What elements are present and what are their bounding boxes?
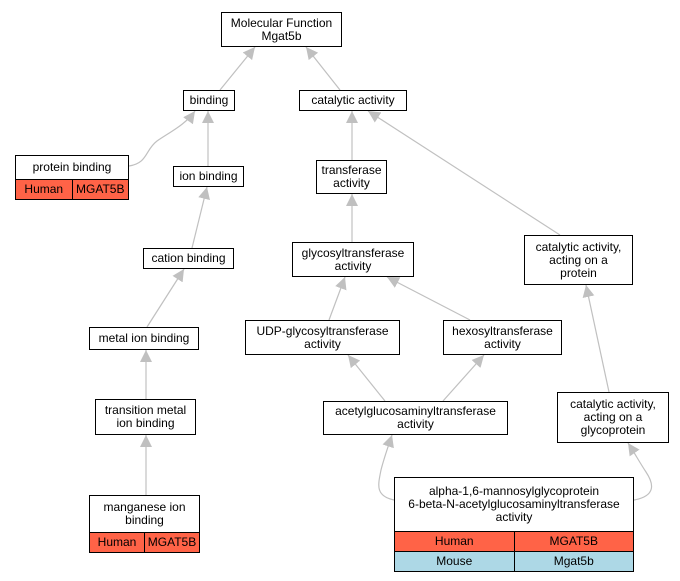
edge-udp-glycosyltransferase-to-glycosyltransferase-activity [328, 276, 347, 321]
node-label-line: glycosyltransferase [301, 245, 405, 260]
node-label-line: catalytic activity, [570, 397, 656, 411]
node-label-line: activity [397, 417, 434, 431]
gene-symbol[interactable]: Mgat5b [513, 552, 634, 571]
edge-binding-to-molecular-function [219, 46, 256, 91]
edge-protein-binding-to-binding [128, 110, 196, 167]
node-label: metal ion binding [90, 328, 198, 349]
edge-alpha-mannosylglycoprotein-to-catalytic-activity-glycoprotein [627, 442, 653, 501]
species-name: Human [97, 535, 137, 549]
edge-cation-binding-to-ion-binding [191, 186, 210, 249]
node-label-line: ion binding [179, 169, 238, 183]
node-label-line: metal ion binding [98, 331, 190, 345]
species-name: Human [434, 534, 474, 548]
node-label-line: ion binding [116, 416, 175, 430]
edge-acetylglucosaminyltransferase-to-hexosyltransferase [442, 354, 485, 402]
node-catalytic-activity[interactable]: catalytic activity [299, 90, 407, 111]
node-label: protein binding [16, 156, 128, 179]
species-name: Mouse [436, 554, 473, 568]
node-label-line: manganese ion [103, 500, 186, 514]
gene-symbol[interactable]: MGAT5B [71, 180, 129, 199]
species-row: Human MGAT5B [90, 532, 199, 552]
node-label-line: alpha-1,6-mannosylglycoprotein [428, 484, 600, 498]
node-label-line: activity [304, 336, 341, 351]
node-label-line: 6-beta-N-acetylglucosaminyltransferase [408, 497, 620, 511]
species-row: Mouse Mgat5b [395, 551, 633, 571]
node-binding[interactable]: binding [183, 90, 235, 111]
node-label-line: transferase [321, 163, 382, 177]
node-label-line: activity [495, 510, 533, 524]
species-row: Human MGAT5B [395, 531, 633, 551]
node-label-line: Molecular Function [230, 15, 333, 30]
gene-symbol[interactable]: MGAT5B [513, 532, 634, 551]
edge-metal-ion-binding-to-cation-binding [146, 268, 185, 328]
node-label-line: hexosyltransferase [452, 323, 553, 338]
edge-catalytic-activity-to-molecular-function [305, 46, 341, 91]
edge-alpha-mannosylglycoprotein-to-acetylglucosaminyltransferase [378, 434, 395, 501]
gene-symbol[interactable]: MGAT5B [144, 533, 199, 552]
node-label: binding [184, 91, 234, 110]
node-label-line: acetylglucosaminyltransferase [335, 404, 496, 418]
node-label-line: acting on a [583, 410, 643, 424]
edge-acetylglucosaminyltransferase-to-udp-glycosyltransferase [347, 354, 386, 402]
node-label-line: catalytic activity [311, 93, 395, 107]
node-label-line: binding [189, 93, 229, 107]
node-label-line: protein binding [32, 160, 112, 174]
node-metal-ion-binding[interactable]: metal ion binding [89, 327, 199, 350]
node-label-line: activity [484, 336, 521, 351]
node-label: ion binding [174, 167, 243, 186]
node-label-line: catalytic activity, [535, 239, 622, 254]
node-label: catalytic activity [300, 91, 406, 110]
species-name: Human [24, 182, 64, 196]
edge-catalytic-activity-glycoprotein-to-catalytic-activity-protein [582, 284, 610, 393]
node-ion-binding[interactable]: ion binding [173, 166, 244, 187]
node-label-line: Mgat5b [261, 28, 302, 43]
node-label-line: transition metal [104, 403, 187, 417]
node-label-line: activity [333, 176, 370, 190]
node-label-line: binding [125, 513, 164, 527]
node-label-line: glycoprotein [580, 423, 646, 437]
node-label: cation binding [144, 249, 233, 268]
node-label-line: activity [334, 258, 372, 273]
node-label-line: UDP-glycosyltransferase [256, 323, 389, 338]
edge-hexosyltransferase-to-glycosyltransferase-activity [386, 276, 471, 321]
node-label-line: acting on a [549, 252, 608, 267]
species-row: Human MGAT5B [16, 179, 128, 199]
node-cation-binding[interactable]: cation binding [143, 248, 234, 269]
node-label-line: protein [560, 265, 597, 280]
node-label-line: cation binding [151, 251, 226, 265]
edge-catalytic-activity-protein-to-catalytic-activity [367, 110, 561, 236]
